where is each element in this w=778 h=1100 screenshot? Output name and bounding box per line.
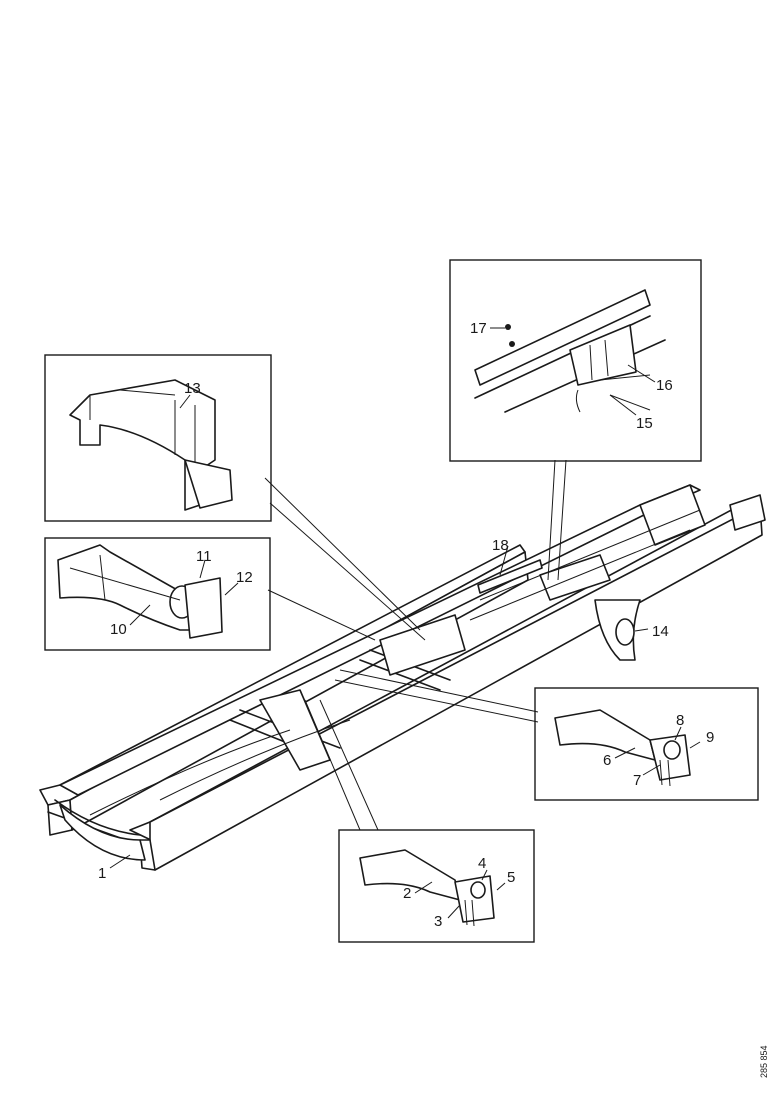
label-17: 17 — [470, 320, 487, 337]
inset-box-6-9 — [534, 687, 759, 801]
label-2: 2 — [403, 885, 411, 902]
inset-box-13 — [44, 354, 272, 522]
part-leaders — [109, 327, 701, 919]
inset-box-2-5 — [338, 829, 535, 943]
label-4: 4 — [478, 855, 486, 872]
label-6: 6 — [603, 752, 611, 769]
label-10: 10 — [110, 621, 127, 638]
label-5: 5 — [507, 869, 515, 886]
label-1: 1 — [98, 865, 106, 882]
label-11: 11 — [196, 548, 212, 565]
label-9: 9 — [706, 729, 714, 746]
label-18: 18 — [492, 537, 509, 554]
label-12: 12 — [236, 569, 253, 586]
inset-leaders — [264, 459, 567, 831]
part-labels: 1 2 3 4 5 6 7 8 9 10 11 12 13 14 15 16 1… — [98, 320, 714, 930]
label-14: 14 — [652, 623, 669, 640]
inset-box-15-17 — [449, 259, 702, 462]
label-3: 3 — [434, 913, 442, 930]
label-15: 15 — [636, 415, 653, 432]
figure-code: 285 854 — [759, 1045, 769, 1078]
inset-box-10-12 — [44, 537, 271, 651]
label-7: 7 — [633, 772, 641, 789]
label-16: 16 — [656, 377, 673, 394]
label-13: 13 — [184, 380, 201, 397]
chassis-frame — [39, 484, 766, 871]
label-8: 8 — [676, 712, 684, 729]
